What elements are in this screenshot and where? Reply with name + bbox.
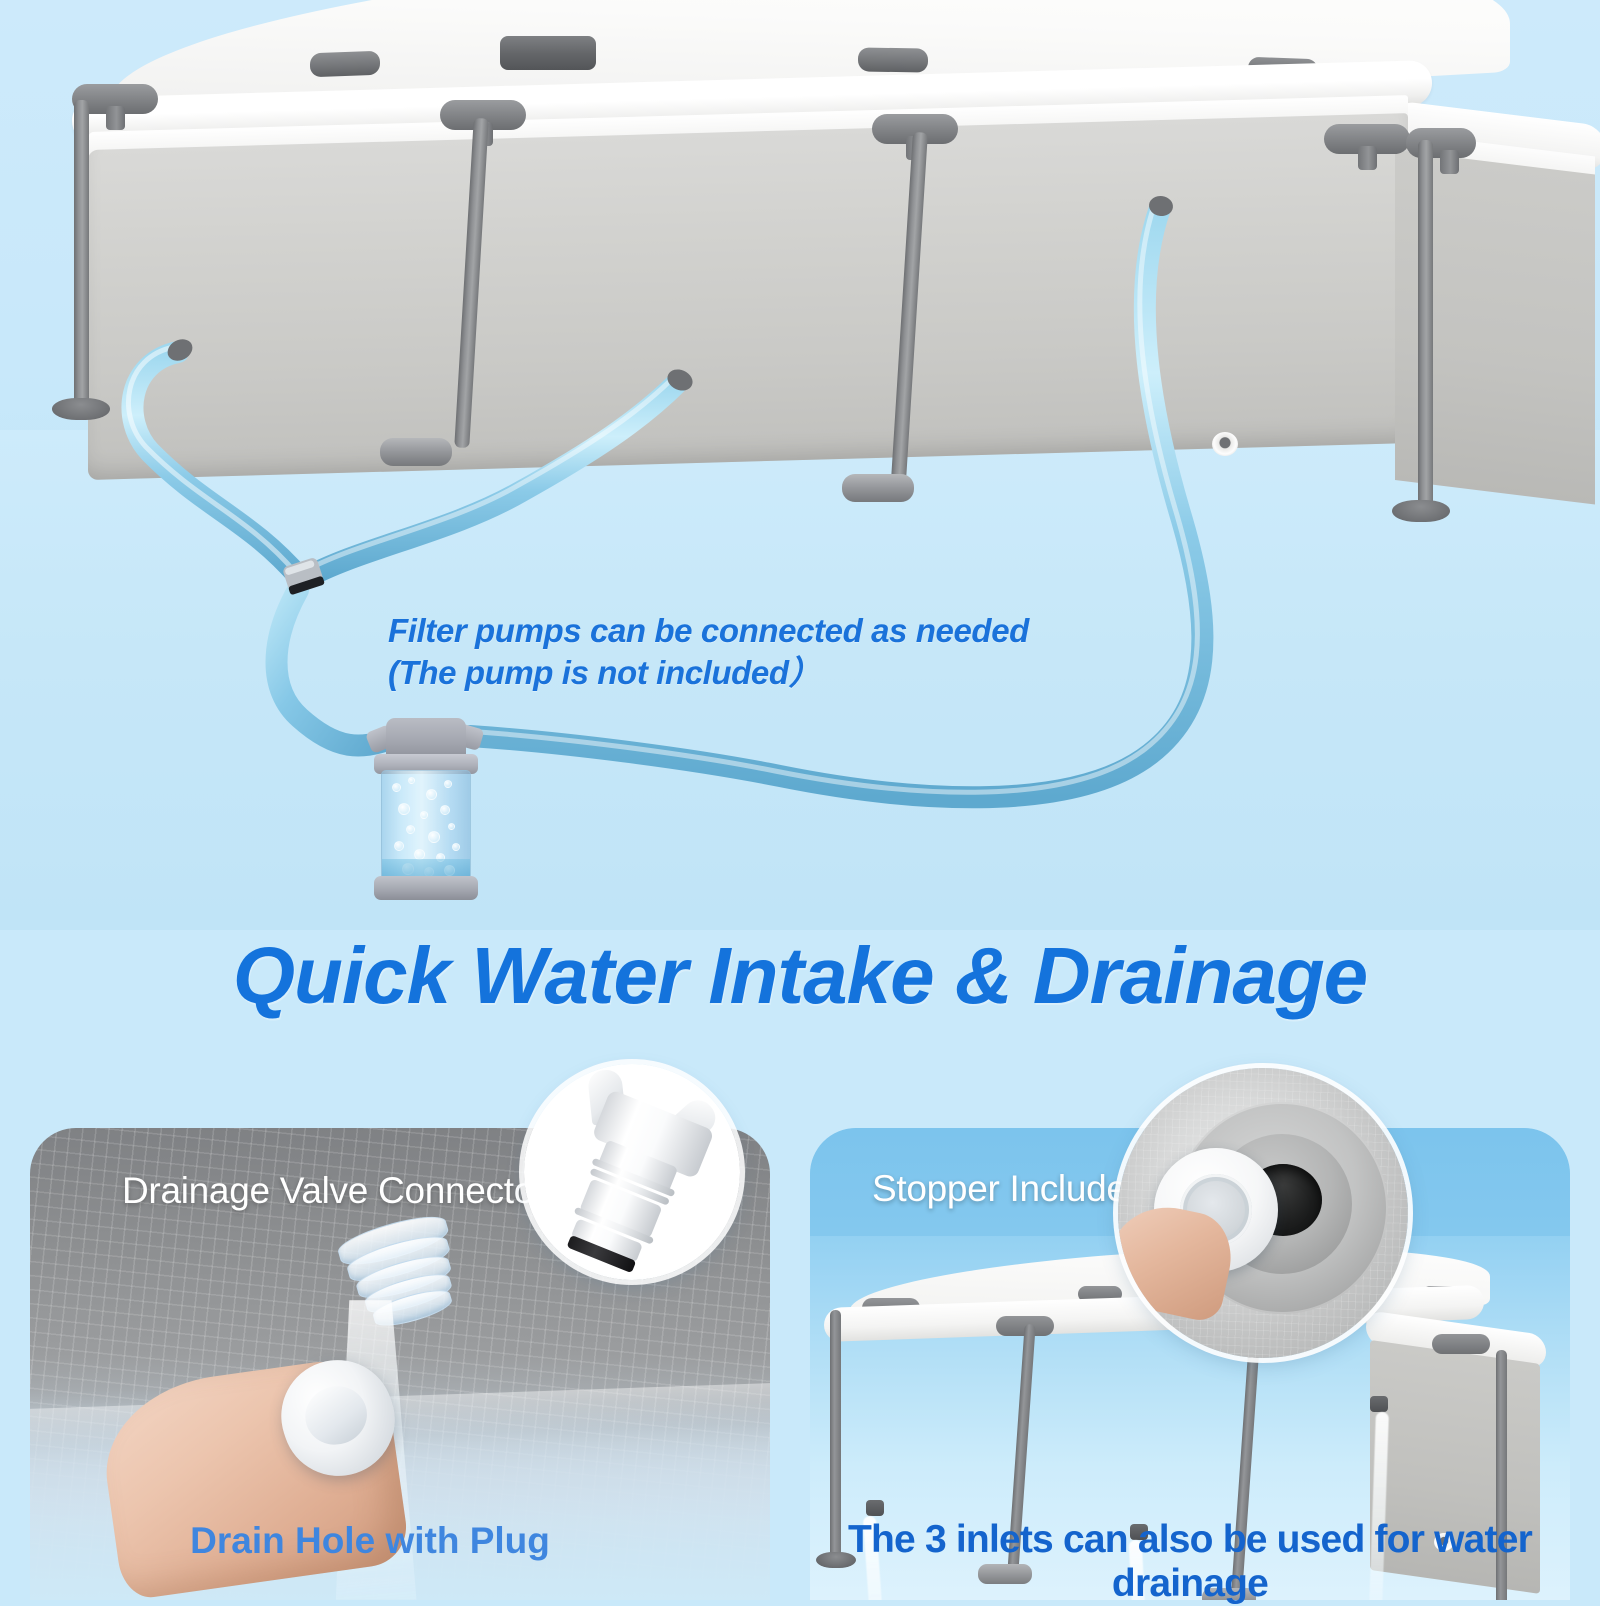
frame-t-joint	[872, 114, 958, 160]
hose-end-cap	[1149, 195, 1173, 217]
hose-right-segment	[459, 197, 1214, 809]
valve-connector-icon	[534, 1064, 740, 1280]
panel-left-sublabel: Drain Hole with Plug	[190, 1520, 550, 1561]
callout-line-2: (The pump is not included）	[388, 654, 822, 692]
pump-cap	[386, 718, 466, 760]
panel-left-heading: Drainage Valve Connector	[122, 1170, 547, 1211]
pool-inlet-port	[1130, 1524, 1148, 1540]
pump-base	[374, 876, 478, 900]
frame-cross-foot	[842, 474, 914, 502]
pump-chamber	[381, 770, 471, 882]
hose-highlight	[300, 373, 678, 575]
hero-scene: Filter pumps can be connected as needed …	[0, 0, 1600, 930]
page-title: Quick Water Intake & Drainage	[232, 931, 1368, 1020]
frame-foot	[52, 398, 110, 420]
hose-end-cap	[167, 339, 193, 361]
stopper-detail-inset	[1118, 1068, 1408, 1358]
pool-inlet-port	[866, 1500, 884, 1516]
filter-pump-callout: Filter pumps can be connected as needed …	[388, 610, 1148, 694]
hose-highlight	[125, 344, 299, 576]
filter-hose-group	[121, 195, 1214, 809]
panel-right-sublabel: The 3 inlets can also be used for water …	[847, 1518, 1533, 1605]
mini-cross-foot	[1202, 1588, 1256, 1600]
panel-right-heading: Stopper Included	[872, 1168, 1147, 1209]
mini-frame-foot	[816, 1552, 856, 1568]
pool-inlet-port	[1370, 1396, 1388, 1412]
drainage-valve-connector-inset	[524, 1064, 740, 1280]
hose-end-cap	[667, 369, 693, 391]
mini-cross-foot	[978, 1564, 1032, 1584]
mini-drain-valve-icon	[1434, 1533, 1454, 1551]
drain-valve-icon	[1212, 432, 1238, 456]
mini-frame-leg	[830, 1310, 841, 1562]
hose-highlight	[462, 200, 1200, 795]
hose-middle-segment	[295, 371, 689, 589]
hose-pump-inlet	[265, 579, 399, 757]
rail-clip-icon	[500, 36, 596, 70]
mini-frame-leg	[1496, 1350, 1507, 1600]
frame-t-joint	[1406, 128, 1476, 174]
callout-line-1: Filter pumps can be connected as needed	[388, 612, 1029, 649]
frame-leg	[1418, 140, 1433, 508]
feature-panels: Drainage Valve Connector Drain Hole with…	[0, 1064, 1600, 1605]
frame-foot	[1392, 500, 1450, 522]
floor-surface	[0, 430, 1600, 930]
pump-collar	[374, 754, 478, 774]
frame-leg	[74, 100, 89, 410]
frame-t-joint	[1324, 124, 1410, 170]
frame-cross-foot	[380, 438, 452, 466]
mini-frame-joint	[1432, 1334, 1490, 1354]
filter-pump-cartridge	[364, 718, 485, 904]
hose-left-segment	[121, 341, 311, 589]
hose-coupling	[283, 558, 325, 595]
